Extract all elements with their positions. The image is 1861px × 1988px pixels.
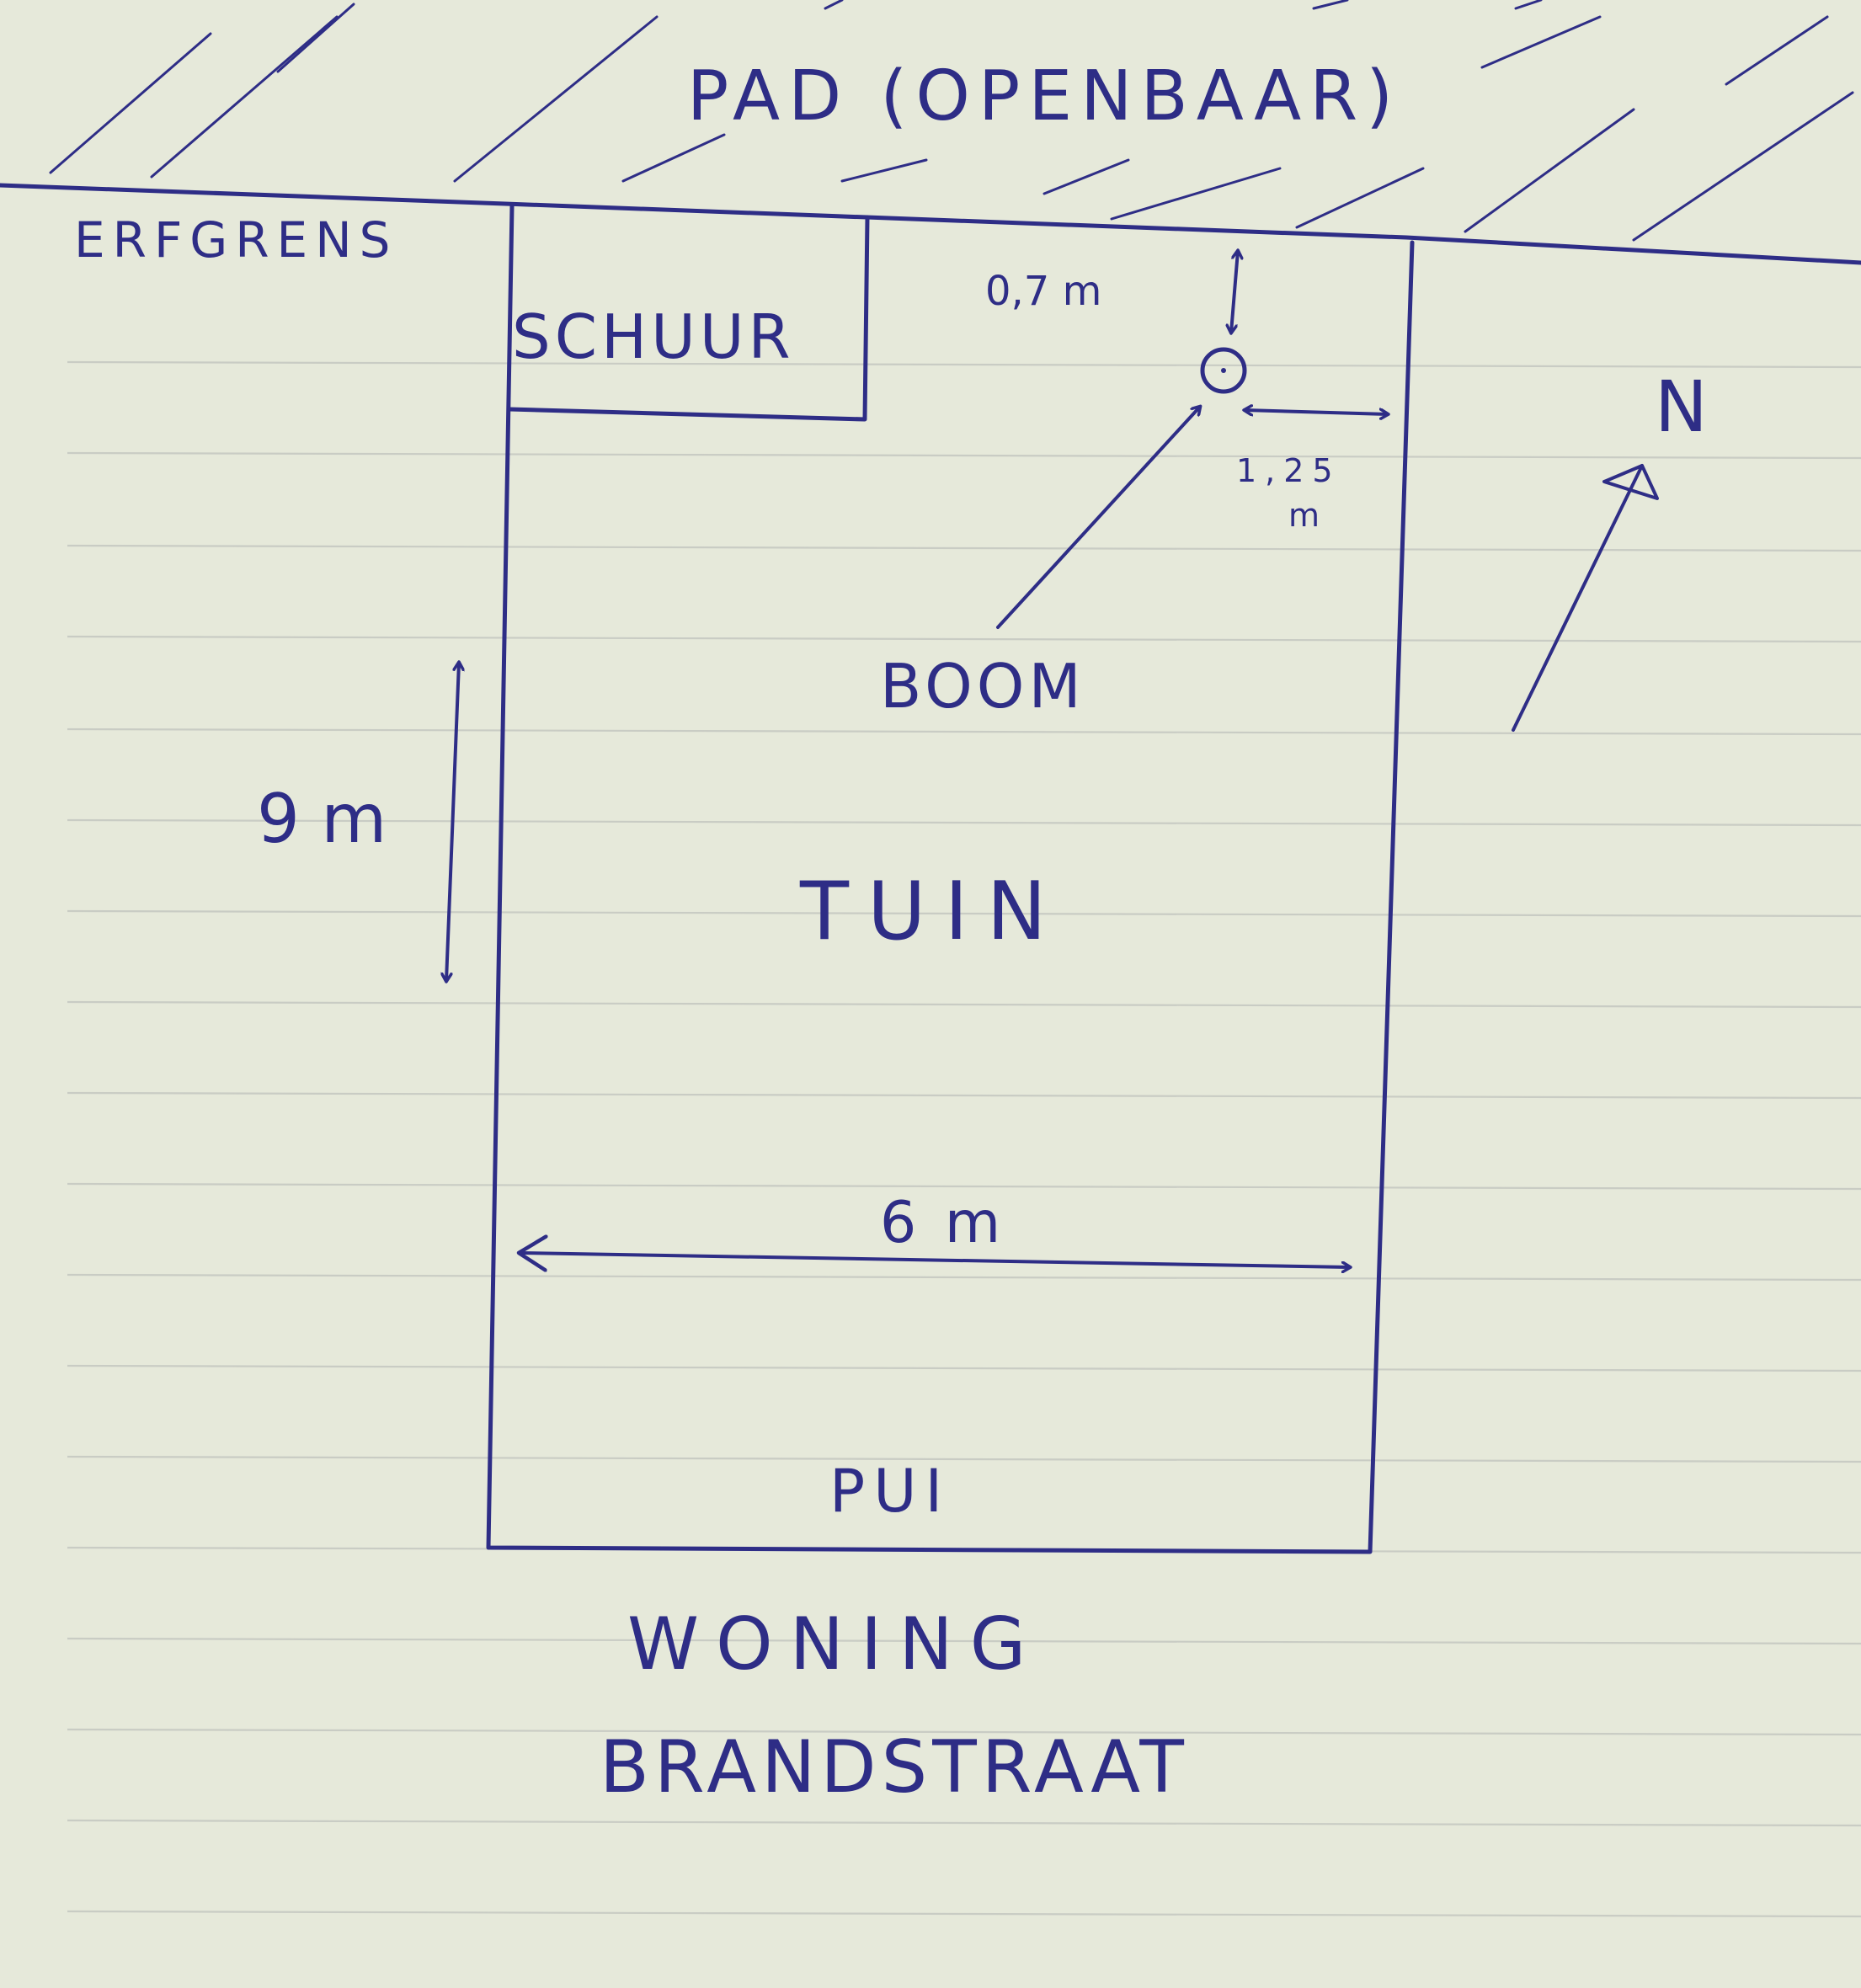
garden-length-label: 9 m: [257, 780, 387, 858]
street-label: BRANDSTRAAT: [600, 1725, 1189, 1809]
public-path-hatching: [49, 0, 1854, 242]
north-label: N: [1655, 365, 1708, 448]
north-arrow-icon: [1512, 464, 1659, 732]
garden-outline: [486, 204, 1415, 1554]
property-boundary-label: ERFGRENS: [74, 211, 397, 269]
tree-to-path-dimension-arrow: [1231, 251, 1238, 333]
tree-pointer-arrow: [996, 407, 1200, 629]
property-boundary-line: [0, 183, 1861, 265]
tree-symbol: [1200, 347, 1247, 394]
shed-label: SCHUUR: [512, 301, 795, 372]
tree-to-path-distance-label: 0,7 m: [985, 268, 1101, 315]
garden-width-label: 6 m: [880, 1190, 1005, 1256]
house-label: WONING: [627, 1602, 1042, 1687]
tree-to-side-distance-value: 1,25: [1236, 452, 1341, 489]
public-path-label: PAD (OPENBAAR): [687, 56, 1401, 136]
tree-label: BOOM: [880, 651, 1085, 722]
tree-to-side-dimension-arrow: [1245, 410, 1388, 414]
garden-width-dimension-arrow: [520, 1253, 1350, 1267]
tree-to-side-distance-unit: m: [1288, 497, 1320, 534]
garden-length-dimension-arrow: [446, 663, 459, 981]
garden-label: TUIN: [799, 866, 1065, 958]
facade-label: PUI: [829, 1457, 951, 1526]
shed-outline: [507, 215, 870, 422]
